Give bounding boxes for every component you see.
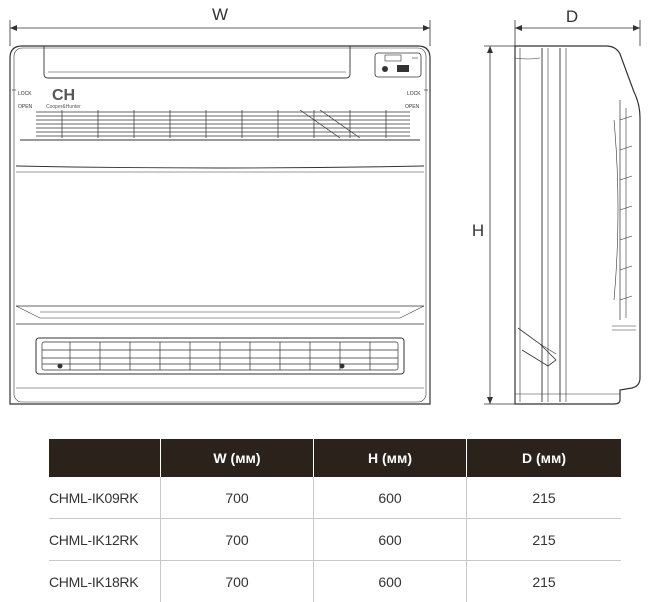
technical-drawing: W D H CH Cooper&Hunter LOCK OPEN: [0, 0, 656, 430]
table-row: CHML-IK12RK 700 600 215: [49, 519, 621, 561]
side-view: [515, 46, 640, 404]
width-cell: 700: [161, 477, 314, 519]
dimensions-table: W (мм) H (мм) D (мм) CHML-IK09RK 700 600…: [49, 439, 621, 602]
open-label-right: OPEN: [405, 104, 420, 110]
width-label: W: [212, 5, 228, 24]
model-cell: CHML-IK18RK: [49, 561, 161, 602]
height-cell: 600: [314, 519, 467, 561]
depth-cell: 215: [467, 519, 622, 561]
height-label: H: [472, 221, 484, 240]
width-dimension: W: [10, 5, 430, 46]
width-cell: 700: [161, 561, 314, 602]
depth-label: D: [566, 7, 578, 26]
lower-grille: [36, 338, 404, 374]
upper-grille: [20, 110, 420, 140]
brand-logo: CH: [52, 87, 75, 104]
depth-cell: 215: [467, 477, 622, 519]
lock-label-right: LOCK: [407, 91, 421, 97]
depth-cell: 215: [467, 561, 622, 602]
lock-label-left: LOCK: [18, 91, 32, 97]
table-row: CHML-IK09RK 700 600 215: [49, 477, 621, 519]
front-view: CH Cooper&Hunter LOCK OPEN LOCK OPEN: [10, 46, 430, 404]
open-label-left: OPEN: [18, 104, 33, 110]
brand-name: Cooper&Hunter: [46, 104, 81, 110]
model-cell: CHML-IK12RK: [49, 519, 161, 561]
header-width: W (мм): [161, 439, 314, 477]
height-dimension: H: [472, 46, 520, 404]
height-cell: 600: [314, 477, 467, 519]
header-model: [49, 439, 161, 477]
table-row: CHML-IK18RK 700 600 215: [49, 561, 621, 602]
header-depth: D (мм): [467, 439, 622, 477]
table-header-row: W (мм) H (мм) D (мм): [49, 439, 621, 477]
depth-dimension: D: [515, 7, 640, 46]
model-cell: CHML-IK09RK: [49, 477, 161, 519]
header-height: H (мм): [314, 439, 467, 477]
height-cell: 600: [314, 561, 467, 602]
width-cell: 700: [161, 519, 314, 561]
